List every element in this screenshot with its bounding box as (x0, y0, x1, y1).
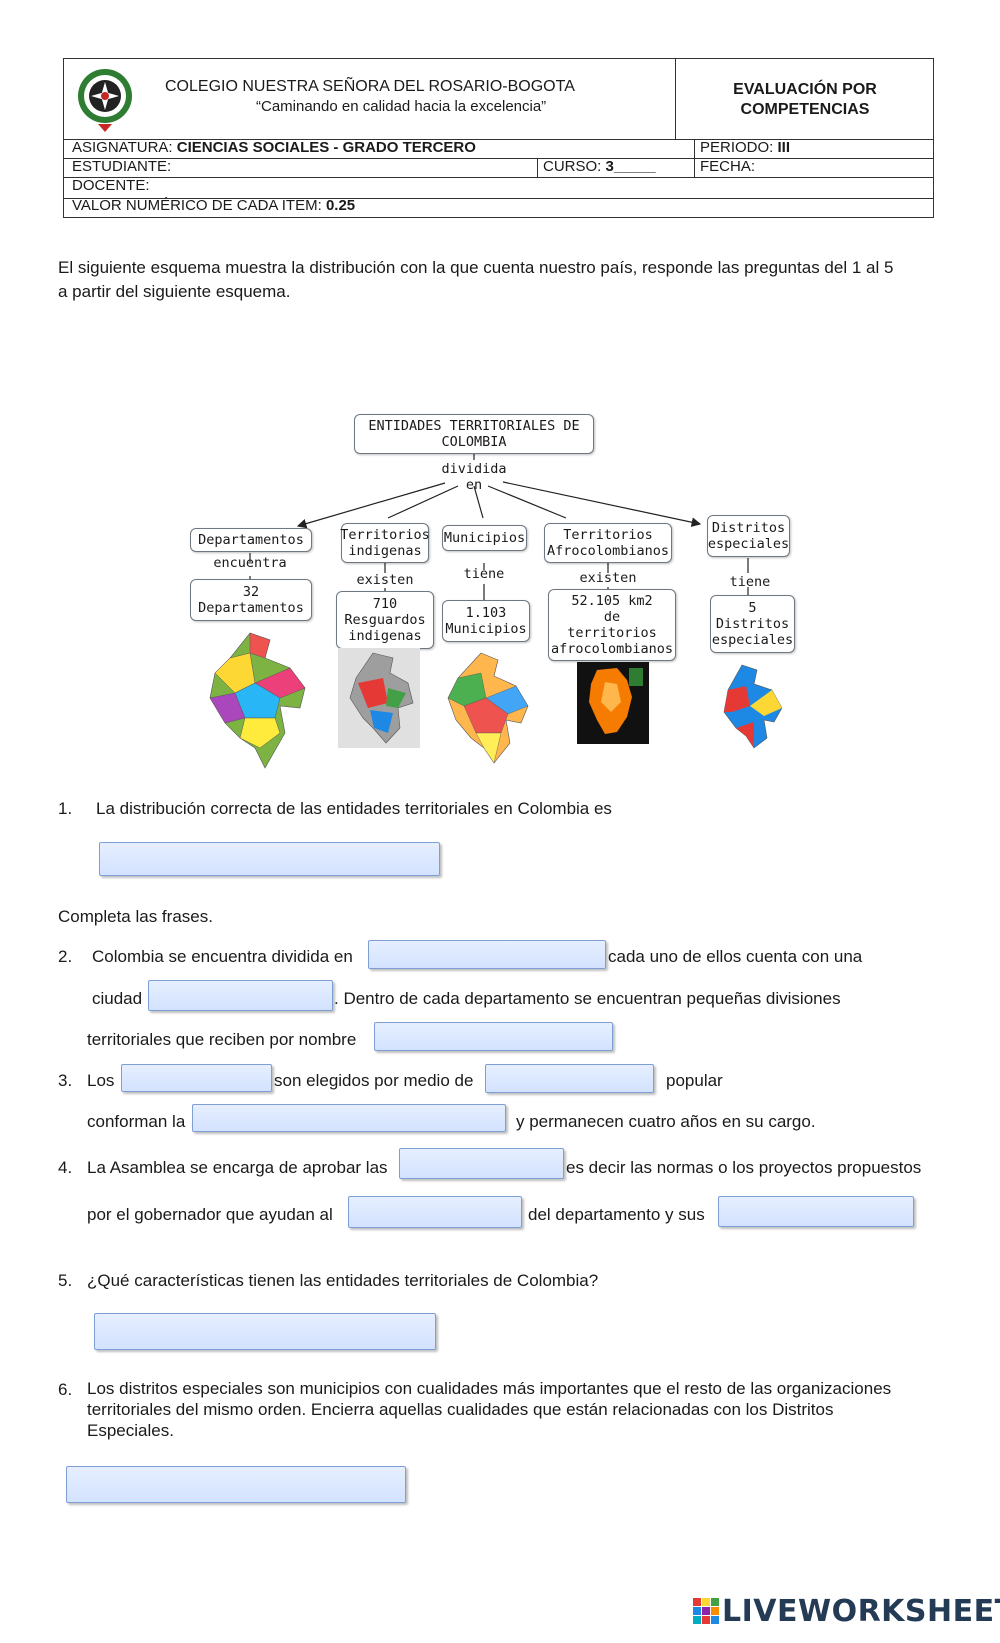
q3-text-b: son elegidos por medio de (274, 1071, 474, 1090)
q6-line-1: Los distritos especiales son municipios … (87, 1379, 892, 1398)
diagram-root-line1: ENTIDADES TERRITORIALES DE (368, 418, 580, 434)
q5-number: 5. (58, 1271, 73, 1290)
special-districts-map (723, 664, 783, 749)
q4-number: 4. (58, 1158, 73, 1177)
q2-text-a: Colombia se encuentra dividida en (92, 947, 353, 966)
valor-row: VALOR NUMÉRICO DE CADA ITEM: 0.25 (72, 197, 355, 214)
q4-text-a: La Asamblea se encarga de aprobar las (87, 1158, 388, 1177)
intro-line-1: El siguiente esquema muestra la distribu… (58, 258, 894, 277)
q4-blank-1[interactable] (399, 1148, 564, 1179)
q5-text: ¿Qué características tienen las entidade… (87, 1271, 599, 1290)
branch-indigenas-connector: existen (356, 572, 414, 588)
curso-label: CURSO: (543, 158, 606, 175)
q6-number: 6. (58, 1380, 73, 1399)
branch-afro-connector: existen (579, 570, 637, 586)
school-name: COLEGIO NUESTRA SEÑORA DEL ROSARIO-BOGOT… (165, 78, 575, 95)
q3-blank-3[interactable] (192, 1104, 506, 1132)
colombia-departments-map (209, 632, 306, 769)
root-connector-line1: dividida (441, 461, 507, 477)
diagram-root-line2: COLOMBIA (441, 434, 507, 450)
q6-line-3: Especiales. (87, 1421, 174, 1440)
curso-cell: CURSO: 3_____ (543, 158, 656, 175)
q4-text-b: es decir las normas o los proyectos prop… (566, 1158, 922, 1177)
branch-municipios-connector: tiene (463, 566, 505, 582)
q4-text-d: del departamento y sus (528, 1205, 705, 1224)
municipalities-map (447, 652, 529, 764)
q1-number: 1. (58, 799, 73, 818)
evaluation-title-line2: COMPETENCIAS (740, 101, 870, 118)
branch-distritos-connector: tiene (729, 574, 771, 590)
q6-answer-blank[interactable] (66, 1466, 406, 1503)
diagram-connectors (249, 453, 749, 600)
q1-text: La distribución correcta de las entidade… (96, 799, 612, 818)
q4-text-c: por el gobernador que ayudan al (87, 1205, 333, 1224)
q2-blank-2[interactable] (148, 980, 333, 1011)
q6-line-2: territoriales del mismo orden. Encierra … (87, 1400, 834, 1419)
liveworksheets-logo-icon (693, 1598, 719, 1624)
curso-value: 3_____ (605, 158, 656, 175)
q2-text-b: cada uno de ellos cuenta con una (608, 947, 863, 966)
q3-text-a: Los (87, 1071, 115, 1090)
q2-text-c: ciudad (92, 989, 143, 1008)
q3-text-e: y permanecen cuatro años en su cargo. (516, 1112, 816, 1131)
valor-value: 0.25 (325, 197, 356, 214)
q3-number: 3. (58, 1071, 73, 1090)
periodo-cell: PERIODO: III (700, 139, 790, 156)
periodo-label: PERIODO: (700, 139, 778, 156)
q3-text-c: popular (666, 1071, 723, 1090)
q4-blank-2[interactable] (348, 1196, 522, 1228)
header-table (63, 58, 934, 218)
school-motto: “Caminando en calidad hacia la excelenci… (256, 98, 547, 115)
asignatura-row: ASIGNATURA: CIENCIAS SOCIALES - GRADO TE… (72, 139, 476, 156)
diagram-root-node: ENTIDADES TERRITORIALES DE COLOMBIA (354, 414, 594, 454)
q2-number: 2. (58, 947, 73, 966)
q2-blank-1[interactable] (368, 940, 606, 969)
q3-blank-2[interactable] (485, 1064, 654, 1093)
branch-municipios-title: Municipios (442, 525, 527, 551)
q2-text-d: . Dentro de cada departamento se encuent… (334, 989, 841, 1008)
branch-departamentos-connector: encuentra (213, 555, 287, 571)
evaluation-title: EVALUACIÓN POR COMPETENCIAS (676, 80, 934, 120)
liveworksheets-brand: LIVEWORKSHEETS (722, 1594, 1000, 1629)
diagram-root-connector: dividida en (434, 461, 514, 493)
evaluation-title-line1: EVALUACIÓN POR (733, 81, 877, 98)
valor-label: VALOR NUMÉRICO DE CADA ITEM: (72, 197, 326, 214)
q2-text-e: territoriales que reciben por nombre (87, 1030, 357, 1049)
asignatura-label: ASIGNATURA: (72, 139, 177, 156)
indigenous-reserves-map (338, 648, 420, 748)
asignatura-value: CIENCIAS SOCIALES - GRADO TERCERO (176, 139, 476, 156)
afrocolombian-territories-map (577, 662, 649, 744)
intro-line-2: a partir del siguiente esquema. (58, 282, 291, 301)
q5-answer-blank[interactable] (94, 1313, 436, 1350)
completa-instruction: Completa las frases. (58, 907, 213, 926)
docente-label: DOCENTE: (72, 177, 150, 194)
q3-text-d: conforman la (87, 1112, 186, 1131)
q2-blank-3[interactable] (374, 1022, 613, 1051)
fecha-label: FECHA: (700, 158, 756, 175)
root-connector-line2: en (465, 477, 483, 493)
branch-departamentos-title: Departamentos (190, 528, 312, 552)
q1-answer-blank[interactable] (99, 842, 440, 876)
periodo-value: III (777, 139, 791, 156)
q4-blank-3[interactable] (718, 1196, 914, 1227)
q3-blank-1[interactable] (121, 1064, 272, 1092)
estudiante-label: ESTUDIANTE: (72, 158, 172, 175)
school-crest-logo (78, 69, 132, 132)
